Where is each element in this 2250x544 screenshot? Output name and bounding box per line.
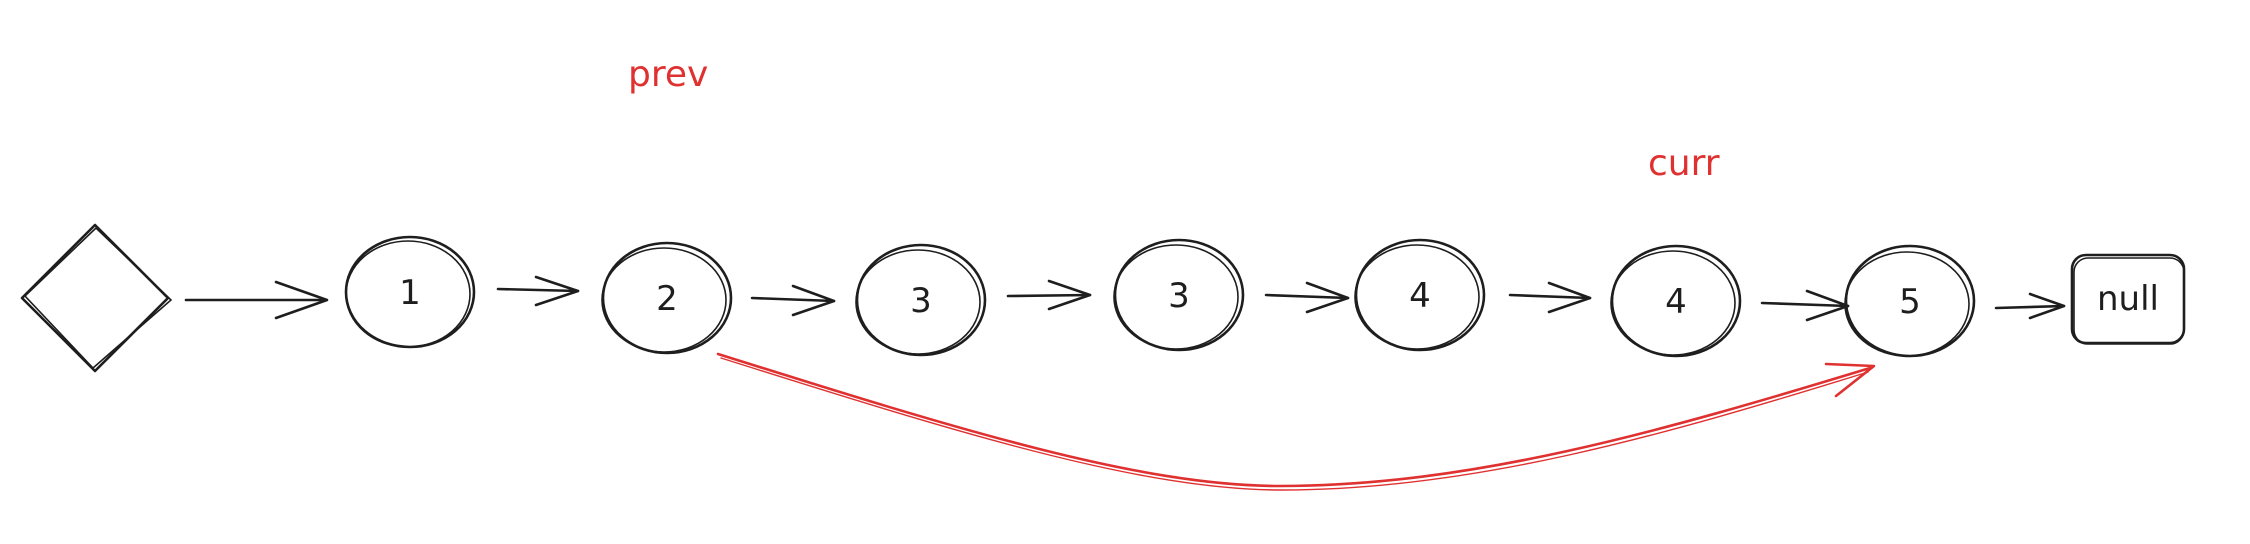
arrow-node-3b-to-node-4a — [1264, 281, 1350, 314]
arrow-node-4b-to-node-5 — [1760, 289, 1850, 322]
node-5-value: 5 — [1899, 282, 1921, 322]
node-4b-value: 4 — [1665, 282, 1687, 322]
prev-pointer-label: prev — [628, 54, 708, 95]
arrow-node-5-to-null — [1994, 292, 2066, 320]
arrow-node-3a-to-node-3b — [1006, 279, 1092, 311]
node-5: 5 — [1844, 244, 1976, 358]
arrow-head-to-node-1 — [184, 280, 329, 320]
null-terminal: null — [2070, 253, 2186, 345]
arrow-node-1-to-node-2 — [496, 275, 580, 307]
arrow-node-2-to-node-3 — [750, 284, 836, 317]
head-diamond — [20, 223, 173, 373]
node-3b-value: 3 — [1168, 276, 1190, 316]
node-1-value: 1 — [399, 273, 421, 313]
node-4a: 4 — [1354, 238, 1486, 352]
node-3a: 3 — [855, 243, 987, 357]
null-label: null — [2097, 279, 2159, 319]
skip-pointer-arrow — [716, 352, 1876, 491]
node-4a-value: 4 — [1409, 276, 1431, 316]
node-1: 1 — [344, 235, 476, 349]
curr-pointer-label: curr — [1648, 143, 1720, 184]
node-4b: 4 — [1610, 244, 1742, 358]
node-3b: 3 — [1113, 238, 1245, 352]
node-2-value: 2 — [656, 279, 678, 319]
arrow-node-4a-to-node-4b — [1508, 281, 1592, 314]
node-2: 2 — [601, 241, 733, 355]
node-3a-value: 3 — [910, 281, 932, 321]
